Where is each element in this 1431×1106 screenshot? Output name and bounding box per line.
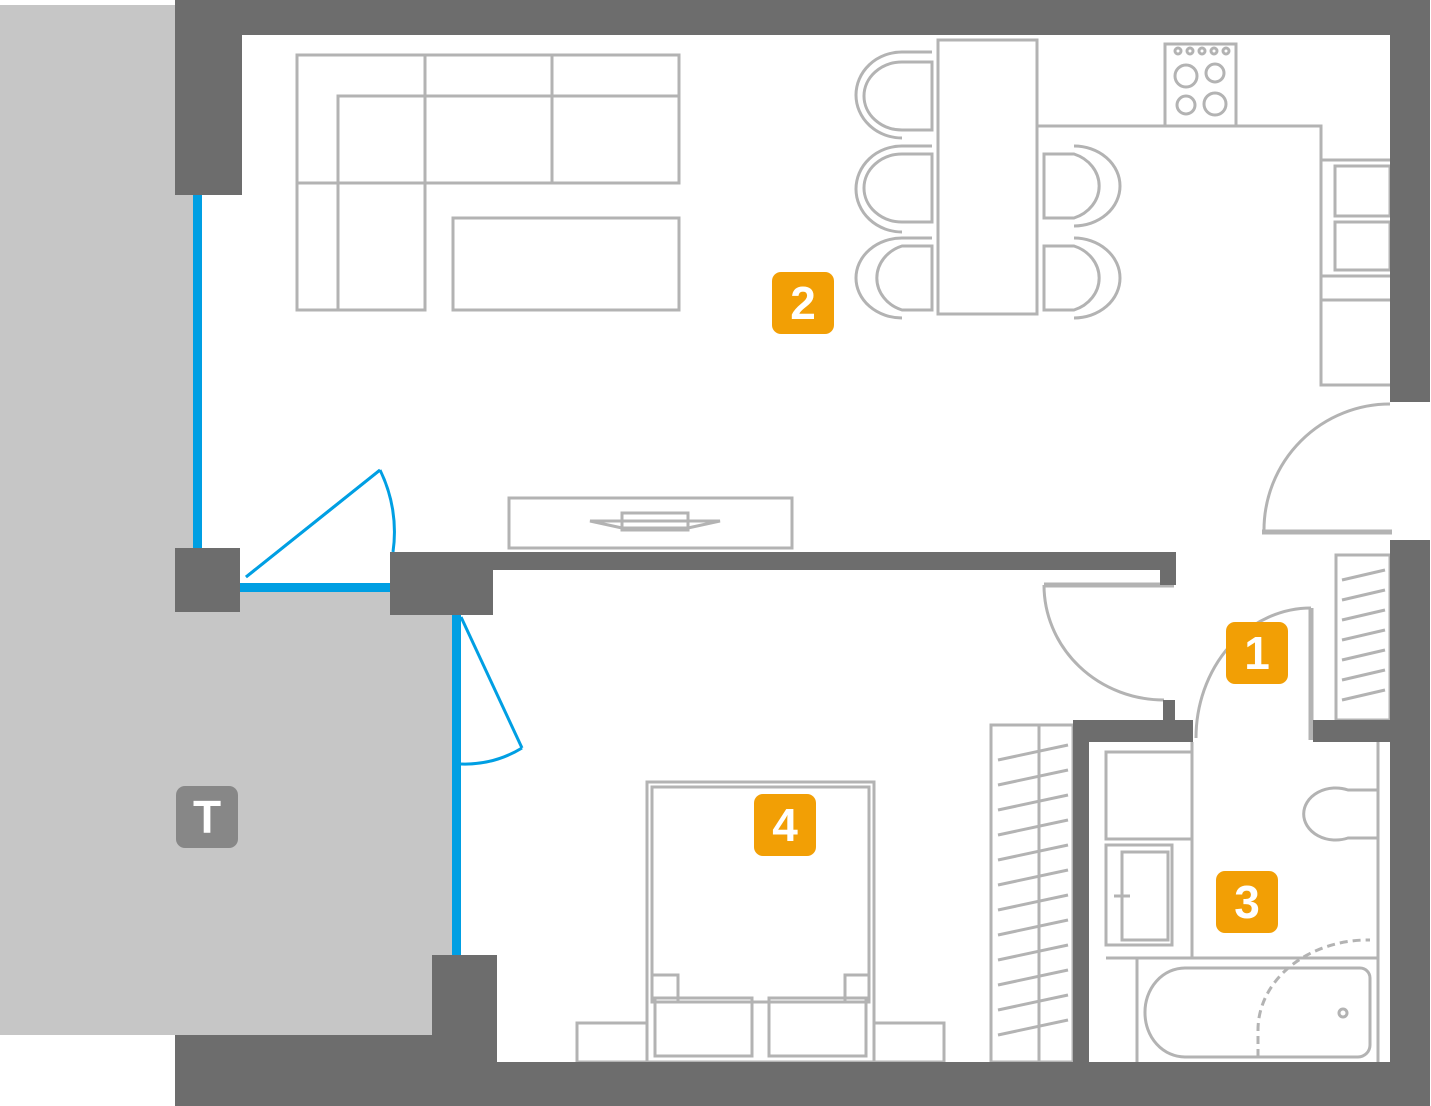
balcony-door — [245, 468, 396, 579]
corner-sofa — [295, 53, 681, 312]
room-badge-2: 2 — [772, 272, 834, 334]
coffee-table — [451, 216, 681, 312]
kitchen-counter — [1037, 42, 1392, 387]
bedroom-wardrobe — [989, 723, 1075, 1064]
tv-stand — [507, 496, 794, 550]
entrance-door — [1262, 402, 1392, 535]
walls — [175, 0, 1430, 1106]
terrace-area — [0, 5, 455, 1035]
bathroom-fixtures — [1104, 742, 1380, 1062]
room-badge-4: 4 — [754, 794, 816, 856]
room-badge-3: 3 — [1216, 871, 1278, 933]
dining-set — [854, 38, 1122, 320]
window-balcony-sill — [240, 583, 390, 592]
bedroom-window-sash — [459, 616, 524, 766]
room-badge-1: 1 — [1226, 622, 1288, 684]
window-living — [193, 195, 202, 549]
hall-wardrobe — [1334, 553, 1392, 722]
bedroom-door — [1042, 582, 1174, 702]
terrace-badge: T — [176, 786, 238, 848]
window-bedroom — [452, 615, 461, 956]
